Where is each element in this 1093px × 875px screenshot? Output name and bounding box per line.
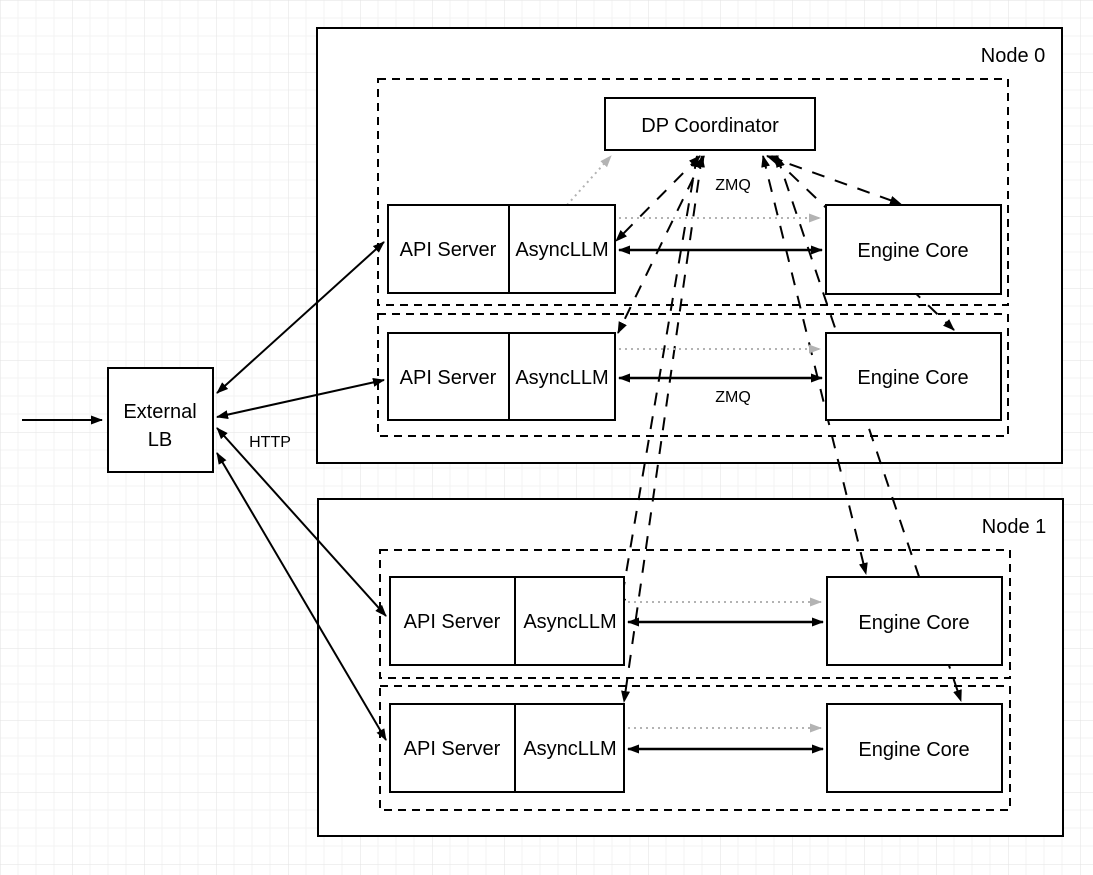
http-label: HTTP — [249, 434, 291, 451]
frontend2-box — [389, 576, 625, 666]
replica0-container — [377, 78, 1009, 306]
asyncllm3-label: AsyncLLM — [523, 738, 616, 760]
lb-api0-link — [216, 241, 385, 394]
frontend0-box — [387, 204, 616, 294]
frontend3-box — [389, 703, 625, 793]
lb-api3-link — [216, 452, 387, 741]
zmq-coordinator-label: ZMQ — [715, 177, 751, 194]
engine-core3-box — [826, 703, 1003, 793]
engine-core2-box — [826, 576, 1003, 666]
api-server3-label: API Server — [404, 738, 501, 760]
dp-coordinator-label: DP Coordinator — [641, 115, 779, 137]
zmq-engine-label: ZMQ — [715, 389, 751, 406]
node0-label: Node 0 — [981, 45, 1046, 67]
engine-core3-label: Engine Core — [858, 739, 969, 761]
asyncllm2-label: AsyncLLM — [523, 611, 616, 633]
api-server1-label: API Server — [400, 367, 497, 389]
asyncllm0-label: AsyncLLM — [515, 239, 608, 261]
engine-core1-box — [825, 332, 1002, 421]
engine-core2-label: Engine Core — [858, 612, 969, 634]
external-lb-box — [107, 367, 214, 473]
dp-coordinator-box — [604, 97, 816, 151]
engine-core0-box — [825, 204, 1002, 295]
engine-core1-label: Engine Core — [857, 367, 968, 389]
asyncllm1-label: AsyncLLM — [515, 367, 608, 389]
engine-core0-label: Engine Core — [857, 240, 968, 262]
api-server2-label: API Server — [404, 611, 501, 633]
external-lb-label-line1: External — [123, 401, 196, 423]
coordinator-asyncllm3-link — [621, 155, 705, 703]
node1-label: Node 1 — [982, 516, 1047, 538]
http-links — [22, 241, 387, 741]
external-lb-label-line2: LB — [148, 429, 172, 451]
asyncllm0-coordinator-dotted-link — [566, 155, 612, 206]
frontend1-box — [387, 332, 616, 421]
api-server0-label: API Server — [400, 239, 497, 261]
lb-api1-link — [216, 377, 385, 420]
